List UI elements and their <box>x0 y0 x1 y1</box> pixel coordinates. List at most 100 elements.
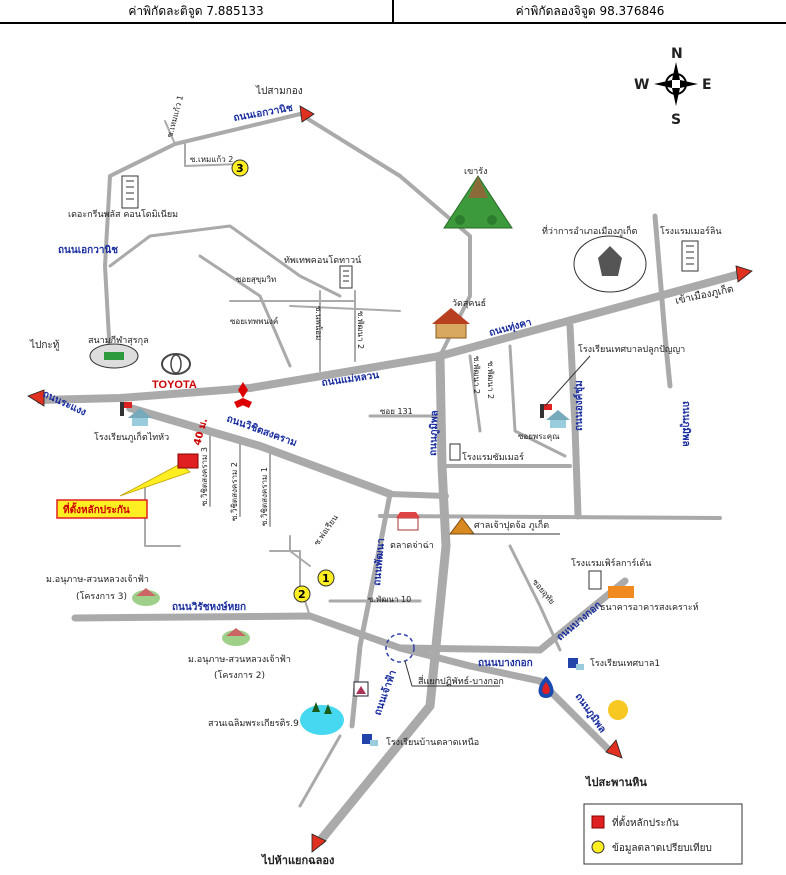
arrow-to-saphan-hin-icon <box>605 739 623 759</box>
legend: ที่ตั้งหลักประกัน ข้อมูลตลาดเปรียบเทียบ <box>583 803 743 865</box>
soi-label-thep: ซอยเทพพนงค์ <box>230 316 278 326</box>
soi-label-wichit-2: ซ.วิชิตสงคราม 2 <box>230 462 239 521</box>
arrow-to-city-icon <box>735 265 753 283</box>
arrow-to-kathu-icon <box>27 389 45 407</box>
intersection-circle <box>385 633 415 663</box>
marker-3-label: 3 <box>236 162 244 175</box>
soi-label-wichit-3: ซ.วิชิตสงคราม 3 <box>200 447 209 506</box>
road-mae-luan <box>36 270 744 404</box>
school-phuket-icon <box>120 402 152 426</box>
road-bang-kok <box>396 577 629 654</box>
place-bank: ธนาคารอาคารสงเคราะห์ <box>600 601 699 613</box>
road-soi-phra-khun <box>566 322 582 520</box>
marker-2 <box>293 585 311 603</box>
road-east-vertical <box>652 213 663 279</box>
place-park: สวนเฉลิมพระเกียรติร.9 <box>208 718 299 729</box>
gas-station-icon <box>538 676 554 698</box>
temple-icon <box>432 308 470 339</box>
marker-3 <box>231 159 249 177</box>
marker-1 <box>317 569 335 587</box>
soi-label-soi-c: ซ.พัฒนา 2 <box>486 361 495 399</box>
road-label-bang-kok-2: ถนนบางกอก <box>555 600 604 644</box>
road-label-bang-kok: ถนนบางกอก <box>478 658 533 669</box>
road-label-chao-fa: ถนนเจ้าฟ้า <box>372 668 399 717</box>
direction-arrows <box>27 105 753 853</box>
soi-label-kedkaew-2: ซ.เหมแก้ว 2 <box>190 155 233 164</box>
place-to-kathu: ไปกะทู้ <box>29 339 59 351</box>
condo-building-icon <box>121 175 139 209</box>
road-label-wirat: ถนนวิรัชหงษ์หยก <box>172 601 246 613</box>
place-hotel-summer: โรงแรมซัมเมอร์ <box>462 451 524 463</box>
soi-label-chaweng: ซ.พ่อเรียน <box>312 513 340 547</box>
compass-w: W <box>634 77 649 93</box>
place-wat: วัดสุคนธ์ <box>452 297 486 309</box>
shell-logo-icon <box>608 700 628 720</box>
place-stadium: สนามกีฬาสุรกุล <box>88 335 149 346</box>
soi-label-pattana10: ซ.พัฒนา 10 <box>368 595 411 604</box>
road-cross-3 <box>378 514 722 520</box>
mitsubishi-logo-icon <box>234 382 252 408</box>
road-chao-fa <box>298 734 342 808</box>
longitude-label: ค่าพิกัดลองจิจูด 98.376846 <box>515 4 665 18</box>
place-hotel-pearl: โรงแรมเพิร์ลการ์เด้น <box>571 557 651 569</box>
place-housing-3: ม.อนุภาษ-สวนหลวงเจ้าฟ้า <box>46 574 149 585</box>
road-label-ekkawanich-top: ถนนเอกวานิช <box>232 102 293 124</box>
place-city-hall: ที่ว่าการอำเภอเมืองภูเก็ต <box>542 224 638 237</box>
arrow-to-samkong-icon <box>299 105 315 123</box>
place-to-samkong: ไปสามกอง <box>255 85 303 97</box>
road-label-ong-sim: ถนนองค์ชุ่ม <box>573 380 585 431</box>
place-condo: เดอะกรีนพลัส คอนโดมิเนียม <box>68 209 178 220</box>
place-thepthai-condo: ทัพเทพคอนโดทาวน์ <box>284 254 361 266</box>
collateral-site-marker: ที่ตั้งหลักประกัน 40 ม. <box>56 417 210 519</box>
mountain-icon <box>443 175 513 229</box>
metro-hotel-building-icon <box>681 240 699 272</box>
road-wichit-songkhram <box>126 404 394 498</box>
area-map: N S E W TOYOTA <box>27 46 753 867</box>
road-soi-131-c <box>508 344 567 458</box>
road-label-phunphon: ถนนภูมิพล <box>427 410 442 456</box>
place-school-phuket: โรงเรียนภูเก็ตไทหัว <box>94 430 169 443</box>
road-condo <box>198 254 292 368</box>
latitude-label: ค่าพิกัดละติจูด 7.885133 <box>0 0 394 22</box>
road-soi-131-b <box>468 354 482 433</box>
city-hall-seal-icon <box>573 235 647 293</box>
arrow-to-ha-yaek-icon <box>311 833 327 853</box>
place-housing-3-sub: (โครงการ 3) <box>76 591 127 602</box>
compass-n: N <box>671 46 683 62</box>
road-network <box>36 112 744 846</box>
chao-fa-icon <box>353 681 369 697</box>
road-east-vertical-2 <box>657 273 673 389</box>
place-intersection: สี่แยกปฏิพัทธ์-บางกอก <box>418 674 504 687</box>
road-kedkaew-1 <box>164 120 176 145</box>
soi-label-sukhum: ซอยสุขุมวิท <box>236 275 276 284</box>
soi-label-yontakanti: ซ.นพน้อม <box>314 306 323 340</box>
soi-label-wichit-1: ซ.วิชิตสงคราม 1 <box>260 467 269 526</box>
road-cross-2 <box>387 491 449 499</box>
place-school-market: โรงเรียนบ้านตลาดเหนือ <box>386 737 479 748</box>
coordinates-header: ค่าพิกัดละติจูด 7.885133 ค่าพิกัดลองจิจู… <box>0 0 786 24</box>
place-to-ha-yaek: ไปห้าแยกฉลอง <box>260 853 334 867</box>
road-phunphon <box>315 351 451 846</box>
pointer-lines <box>404 355 591 687</box>
soi-label-kedkaew-1: ซ.เหมแก้ว 1 <box>165 94 185 138</box>
soi-label-131: ซอย 131 <box>380 407 413 416</box>
legend-comparison-swatch <box>591 840 605 854</box>
park-icon <box>300 702 344 735</box>
summer-hotel-building-icon <box>449 443 461 461</box>
road-kedkaew-2 <box>184 143 241 167</box>
soi-label-soi-b: ซ.พัฒนา 2 <box>472 356 481 394</box>
housing-3-icon <box>132 588 160 606</box>
compass-e: E <box>702 77 712 93</box>
pearl-hotel-building-icon <box>588 570 602 590</box>
legend-collateral-swatch <box>591 815 605 829</box>
toyota-logo-icon: TOYOTA <box>152 353 197 391</box>
soi-label-phra-khun: ซอยพระคุณ <box>518 432 560 441</box>
stadium-icon <box>89 343 139 369</box>
compass-rose-icon: N S E W <box>634 46 712 128</box>
soi-label-pattana2: ซ.พัฒนา 2 <box>356 311 365 349</box>
marker-1-label: 1 <box>322 572 330 585</box>
market-icon <box>396 512 420 531</box>
place-school-thesaban1: โรงเรียนเทศบาล1 <box>590 658 660 669</box>
road-label-ekkawanich-left: ถนนเอกวานิช <box>58 244 118 256</box>
place-shrine: ศาลเจ้าปุดจ้อ ภูเก็ต <box>474 518 549 531</box>
